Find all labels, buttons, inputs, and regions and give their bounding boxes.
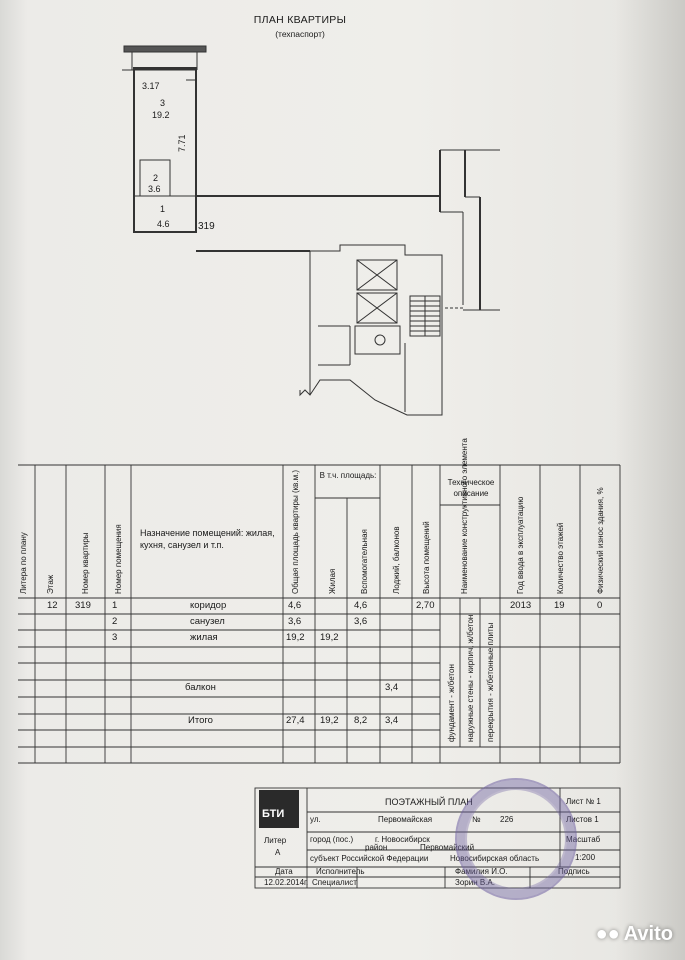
header-apartment: Номер квартиры [81, 532, 90, 594]
lift-1 [356, 259, 398, 291]
street-label: ул. [310, 815, 321, 824]
header-including: В т.ч. площадь: [319, 471, 377, 480]
liter-label: Литер [264, 836, 287, 845]
date-value: 12.02.2014г. [264, 878, 309, 887]
row3-living: 19,2 [320, 632, 339, 643]
city-value: г. Новосибирск [375, 835, 430, 844]
dim-top-label: 3.17 [142, 81, 160, 91]
bathroom-outline [139, 159, 171, 197]
header-wear: Физический износ здания, % [596, 487, 605, 594]
total-area: 27,4 [286, 715, 305, 726]
table-grid [18, 464, 621, 764]
header-technical: Техническое описание [447, 478, 495, 498]
avito-watermark-text: Avito [623, 923, 673, 945]
header-floor: Этаж [46, 574, 55, 594]
subject-label: субъект Российской Федерации [310, 854, 429, 863]
sheet-number: Лист № 1 [566, 797, 601, 806]
header-col0: Литера по плану [19, 532, 28, 594]
balcony-wall [123, 45, 207, 53]
liter-value: А [275, 848, 281, 857]
specialist-label: Специалист [312, 878, 357, 887]
header-total: Общая площадь квартиры (кв.м.) [291, 470, 300, 594]
total-loggia: 3,4 [385, 715, 399, 726]
apartment-number-label: 319 [198, 221, 215, 232]
shaft [354, 325, 401, 355]
header-purpose: Назначение помещений: жилая, кухня, сану… [140, 528, 275, 550]
page-title: ПЛАН КВАРТИРЫ [253, 14, 347, 26]
header-loggia: Лоджий, балконов [392, 526, 401, 594]
executor-label: Исполнитель [316, 867, 365, 876]
total-label: Итого [188, 715, 213, 726]
header-element: Наименование конструктивного элемента [460, 438, 469, 594]
date-label: Дата [275, 867, 293, 876]
header-height: Высота помещений [422, 521, 431, 594]
room1-area-label: 4.6 [157, 219, 170, 229]
row1-aux: 4,6 [354, 600, 368, 611]
balcony-purpose: балкон [185, 682, 216, 693]
room2-area-label: 3.6 [148, 184, 161, 194]
total-aux: 8,2 [354, 715, 368, 726]
room1-number-label: 1 [160, 204, 165, 214]
header-floors: Количество этажей [556, 523, 565, 594]
row1-total: 4,6 [288, 600, 302, 611]
district-label: район [365, 843, 388, 852]
bti-logo-icon [259, 790, 299, 828]
bti-logo-text: БТИ [262, 808, 285, 820]
element-foundation: фундамент - ж/бетон [447, 664, 456, 742]
row1-apartment: 319 [75, 600, 91, 611]
year-value: 2013 [510, 600, 532, 611]
balcony-area: 3,4 [385, 682, 399, 693]
room3-area-label: 19.2 [152, 110, 170, 120]
sheets-count: Листов 1 [566, 815, 599, 824]
header-room: Номер помещения [114, 524, 123, 594]
avito-logo-icon: ●● [595, 923, 620, 945]
element-floors: перекрытия - ж/бетонные плиты [486, 622, 495, 742]
district-value: Первомайский [420, 843, 475, 852]
element-walls: наружные стены - кирпич, ж/бетон [466, 615, 475, 742]
plan-title: ПОЭТАЖНЫЙ ПЛАН [385, 797, 473, 807]
header-year: Год ввода в эксплуатацию [516, 497, 525, 594]
official-seal [455, 778, 577, 900]
page-shadow [615, 0, 685, 960]
header-aux: Вспомогательная [360, 529, 369, 594]
room2-number-label: 2 [153, 173, 158, 183]
row2-total: 3,6 [288, 616, 302, 627]
room3-number-label: 3 [160, 98, 165, 108]
street-value: Первомайская [378, 815, 433, 824]
city-label: город (пос.) [310, 835, 354, 844]
row1-purpose: коридор [190, 600, 227, 611]
row3-total: 19,2 [286, 632, 305, 643]
avito-watermark: ●●Avito [596, 923, 673, 946]
row1-floor: 12 [47, 600, 58, 611]
floors-value: 19 [554, 600, 565, 611]
row2-room: 2 [112, 616, 118, 627]
header-living: Жилая [328, 569, 337, 594]
row2-aux: 3,6 [354, 616, 368, 627]
lift-2 [356, 292, 398, 324]
wear-value: 0 [597, 600, 603, 611]
scale-label: Масштаб [566, 835, 601, 844]
row3-room: 3 [112, 632, 118, 643]
row2-purpose: санузел [190, 616, 225, 627]
signature-label: Подпись [558, 867, 590, 876]
scale-value: 1:200 [575, 853, 596, 862]
row1-room: 1 [112, 600, 118, 611]
total-living: 19,2 [320, 715, 339, 726]
page-subtitle: (техпаспорт) [275, 29, 325, 39]
dim-side-label: 7.71 [177, 134, 187, 152]
row3-purpose: жилая [190, 632, 218, 643]
row1-height: 2,70 [416, 600, 435, 611]
